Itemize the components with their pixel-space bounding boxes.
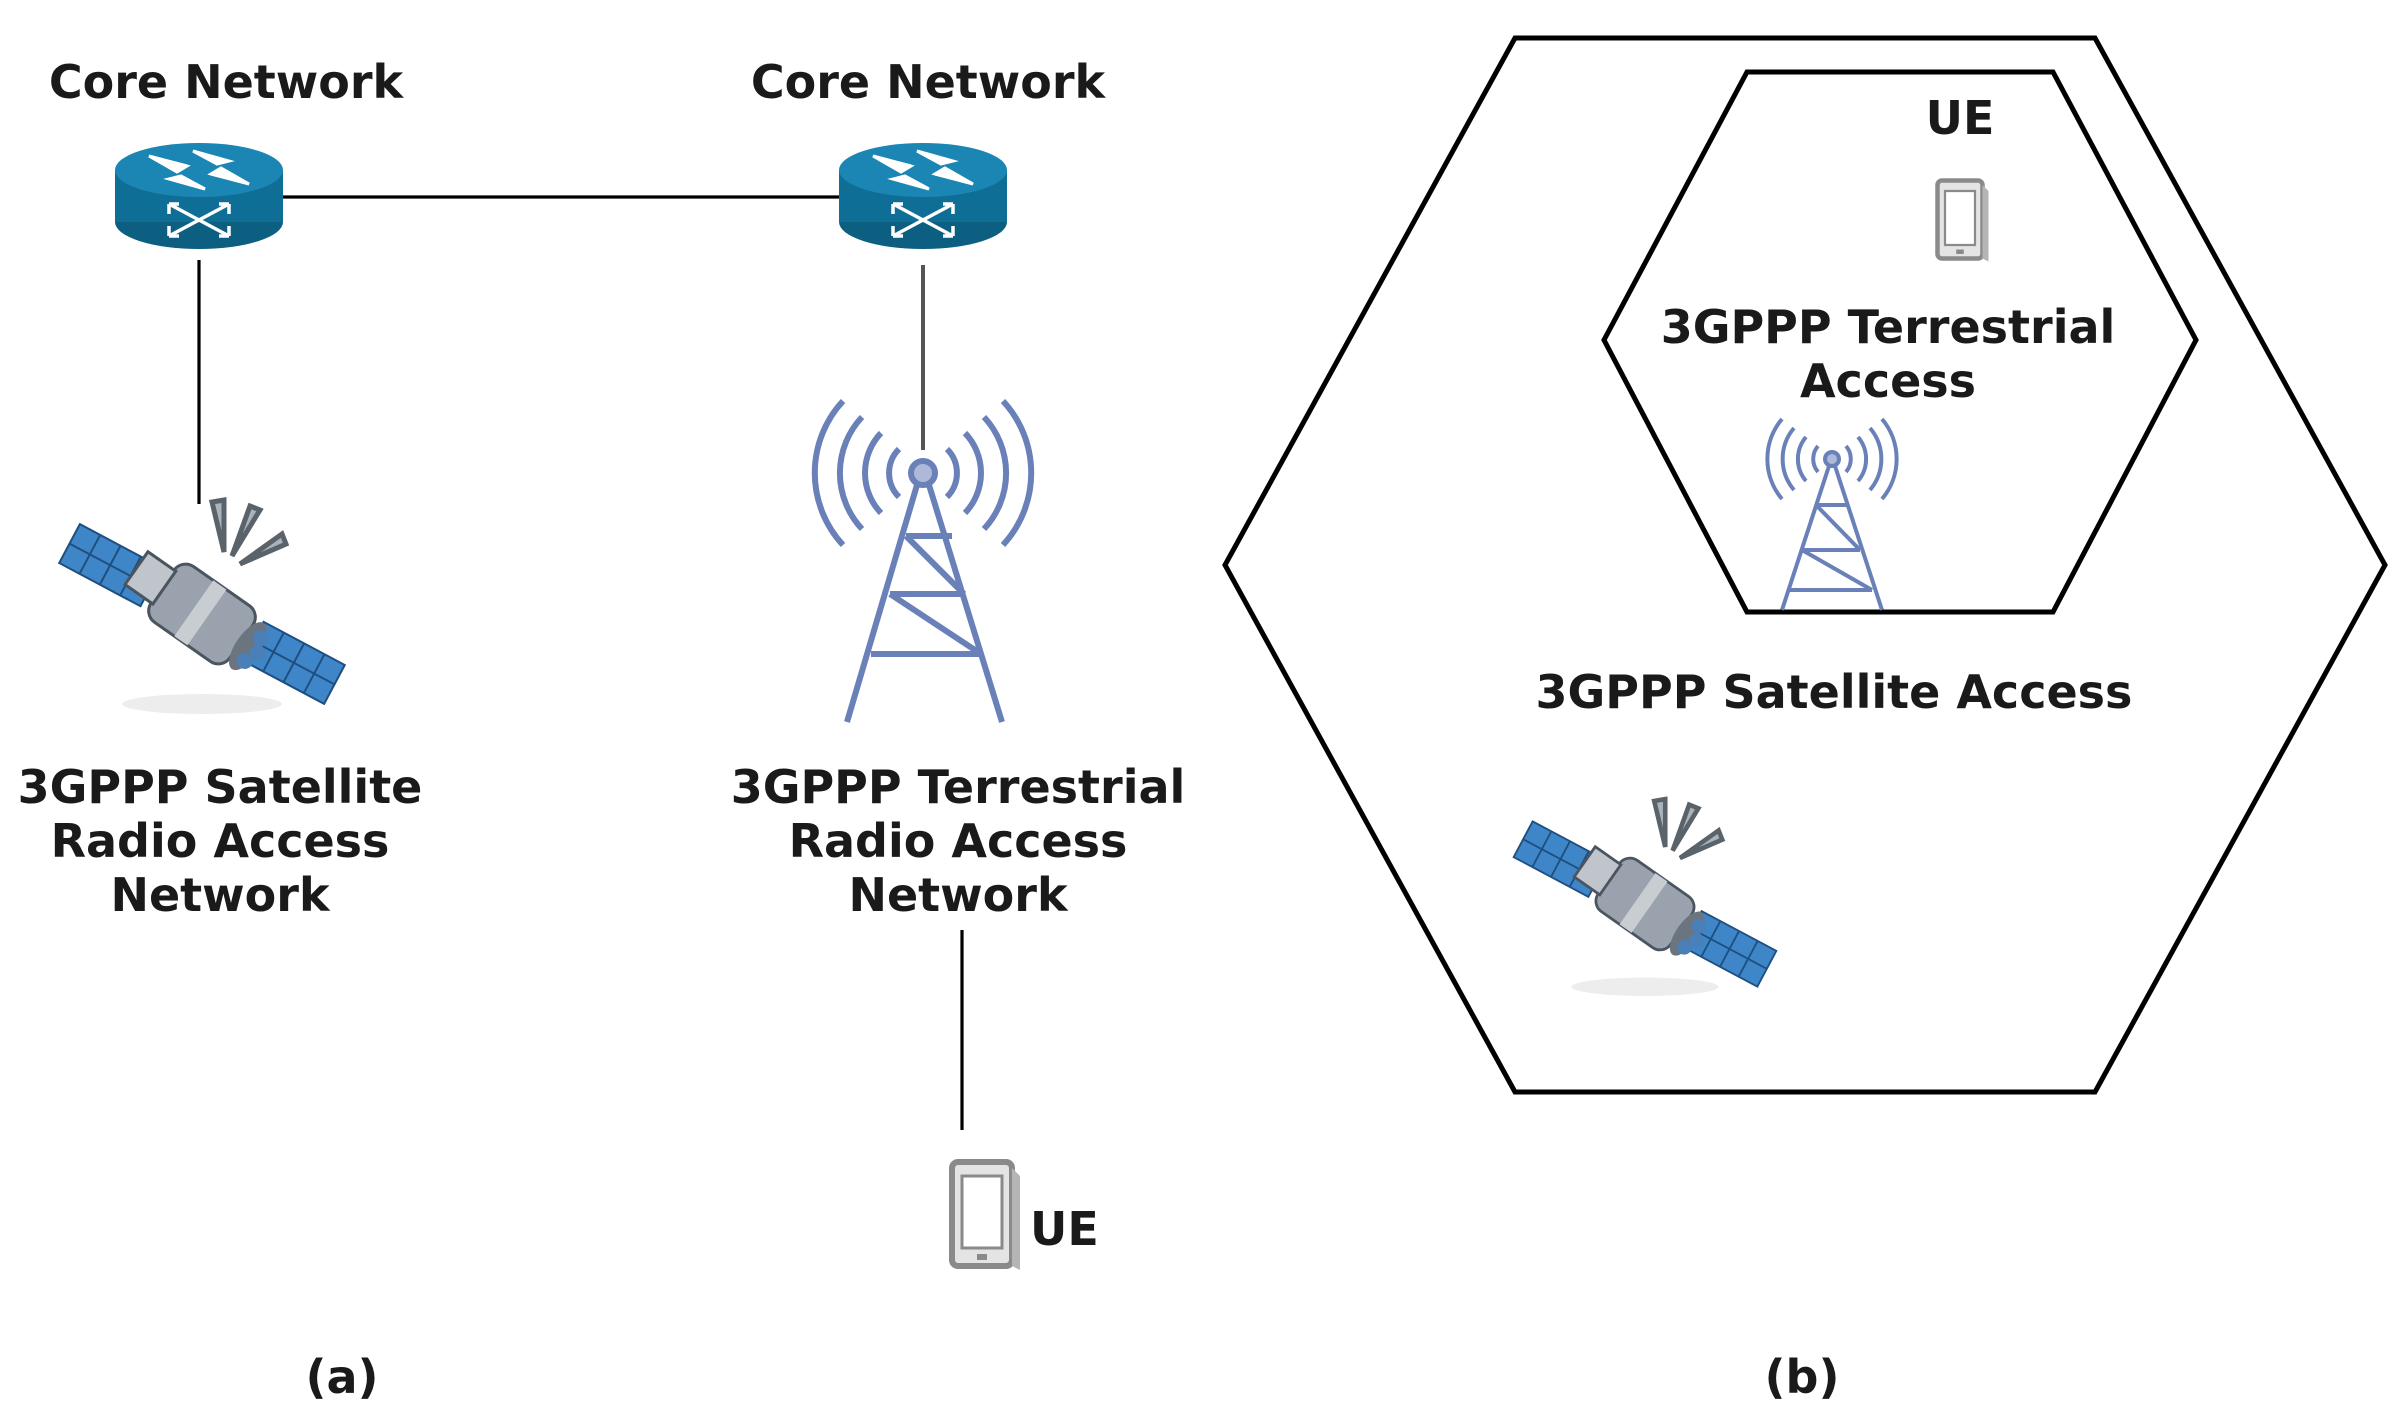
panel-a: Core Network Core Network 3GPPP Satellit…	[18, 55, 1186, 1404]
radio-tower-icon	[1765, 417, 1899, 611]
terrestrial-access-hexagon	[1601, 69, 2199, 615]
terrestrial-ran-label-line2: Radio Access	[789, 814, 1128, 868]
satellite-ran-label-line1: 3GPPP Satellite	[18, 760, 423, 814]
satellite-access-label: 3GPPP Satellite Access	[1536, 665, 2133, 719]
terrestrial-ran-label-line1: 3GPPP Terrestrial	[731, 760, 1186, 814]
satellite-icon	[1514, 799, 1777, 996]
phone-icon	[952, 1162, 1020, 1270]
radio-tower-icon	[811, 398, 1035, 723]
caption-a: (a)	[305, 1350, 378, 1404]
panel-b: UE 3GPPP Terrestrial Access 3GPPP Satell…	[1222, 35, 2388, 1404]
terrestrial-access-label-line2: Access	[1800, 354, 1976, 408]
phone-icon	[1938, 181, 1989, 262]
core-network-right-label: Core Network	[751, 55, 1107, 109]
core-network-left-label: Core Network	[49, 55, 405, 109]
satellite-ran-label-line2: Radio Access	[51, 814, 390, 868]
caption-b: (b)	[1765, 1350, 1840, 1404]
router-icon	[113, 141, 285, 251]
terrestrial-access-label-line1: 3GPPP Terrestrial	[1661, 300, 2116, 354]
satellite-icon	[59, 500, 345, 714]
satellite-ran-label-line3: Network	[110, 868, 330, 922]
ue-label-b: UE	[1926, 91, 1995, 145]
terrestrial-ran-label-line3: Network	[848, 868, 1068, 922]
router-icon	[837, 141, 1009, 251]
satellite-access-hexagon	[1222, 35, 2388, 1095]
ue-label-a: UE	[1030, 1202, 1099, 1256]
